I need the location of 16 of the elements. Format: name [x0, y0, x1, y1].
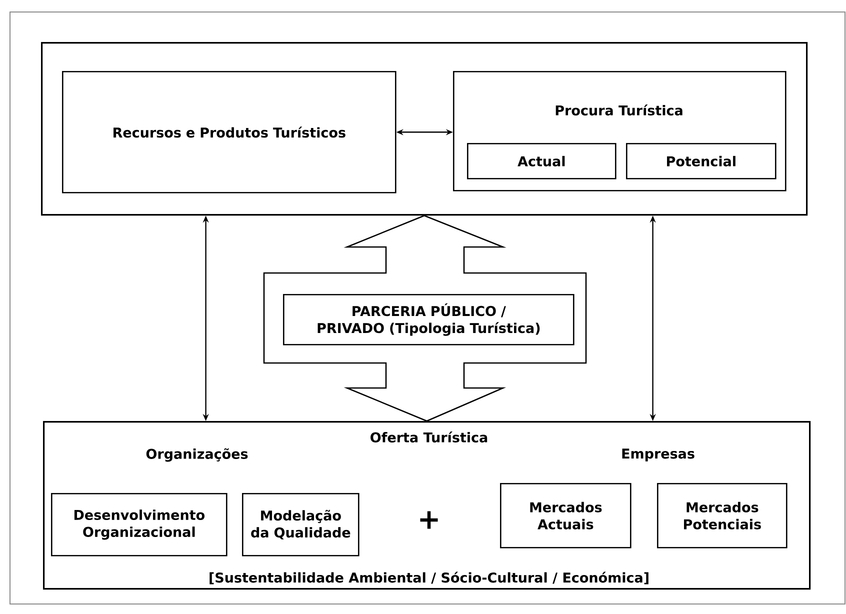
concept-box: PARCERIA PÚBLICO / PRIVADO (Tipologia Turística) [283, 294, 574, 346]
concept-box: Recursos e Produtos Turísticos [62, 71, 396, 194]
box-heading: Procura Turística [556, 104, 682, 116]
category-box: Desenvolvimento Organizacional [51, 493, 228, 556]
double-block-arrow [263, 214, 587, 422]
group-heading: Organizações [146, 448, 248, 462]
panel-heading: Oferta Turística [370, 432, 488, 442]
group-heading: Empresas [622, 448, 694, 462]
category-box: Actual [467, 143, 616, 180]
panel-box [41, 42, 808, 216]
footnote-text: [Sustentabilidade Ambiental / Sócio-Cultural / Económica] [210, 572, 648, 584]
category-box: Potencial [626, 143, 776, 180]
category-box: Mercados Potenciais [657, 483, 788, 548]
plus-sign: + [420, 511, 438, 529]
category-box: Modelação da Qualidade [242, 493, 360, 556]
category-box: Mercados Actuais [500, 483, 632, 548]
